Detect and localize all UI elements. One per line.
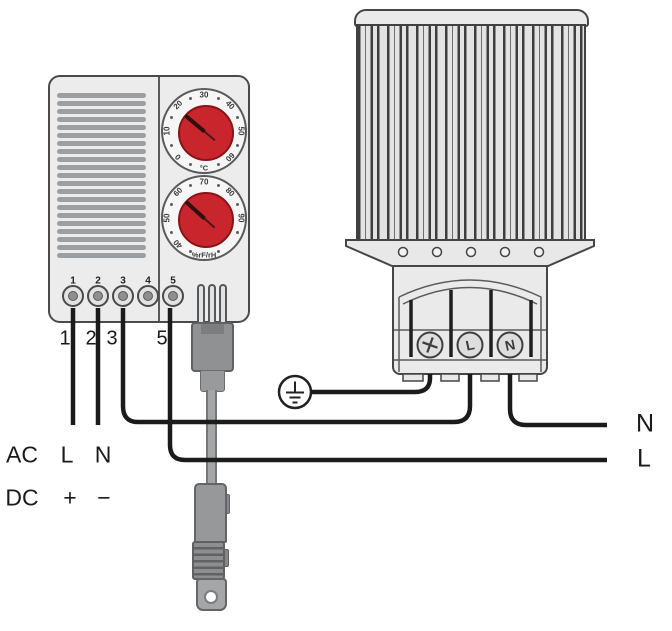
louver-bar <box>57 245 146 250</box>
wire-label-2: 2 <box>85 327 97 350</box>
louver-bar <box>57 133 146 138</box>
humidity-dial <box>161 175 247 261</box>
temperature-dial <box>161 88 247 174</box>
ac-line-label: L <box>60 441 74 468</box>
terminal-3 <box>112 285 134 307</box>
dial-tick-dot <box>236 230 240 234</box>
plug-prong-icon <box>197 284 205 330</box>
dial-tick-dot <box>216 183 220 187</box>
ac-label: AC <box>6 441 38 468</box>
louver-bar <box>57 109 146 114</box>
protective-earth-icon <box>277 374 313 410</box>
dial-tick-dot <box>216 250 220 254</box>
wire-label-3: 3 <box>106 327 118 350</box>
terminal-5 <box>162 285 184 307</box>
ac-neutral-label: N <box>94 441 112 468</box>
louver-bar <box>57 189 146 194</box>
louver-bar <box>57 237 146 242</box>
terminal-1 <box>62 285 84 307</box>
louver-bar <box>57 221 146 226</box>
dial-tick-dot <box>236 116 240 120</box>
temp-scale-50: 50 <box>236 126 246 136</box>
dial-tick-dot <box>236 203 240 207</box>
hum-scale-90: 90 <box>236 213 246 223</box>
louver-bar <box>57 205 146 210</box>
temp-scale-30: 30 <box>199 90 209 100</box>
louver-bar <box>57 93 146 98</box>
wire-label-1: 1 <box>59 327 71 350</box>
terminal-number-2: 2 <box>95 275 101 287</box>
terminal-4 <box>137 285 159 307</box>
terminal-2-screw <box>92 290 103 301</box>
terminal-box-feet <box>402 373 538 382</box>
terminal-number-1: 1 <box>70 275 76 287</box>
louver-bar <box>57 165 146 170</box>
sensor-cable <box>206 390 217 488</box>
louver-bar <box>57 149 146 154</box>
sensor-probe-ribs <box>192 541 225 580</box>
hum-unit-label: %rF/rH <box>191 250 217 260</box>
dial-tick-dot <box>189 96 193 100</box>
hum-scale-70: 70 <box>199 177 209 187</box>
terminal-5-screw <box>167 290 178 301</box>
flange-vent-holes <box>397 246 545 258</box>
louver-bar <box>57 125 146 130</box>
temp-scale-10: 10 <box>162 126 172 136</box>
hum-scale-50: 50 <box>162 213 172 223</box>
dial-tick-dot <box>216 163 220 167</box>
sensor-plug-neck <box>200 370 225 392</box>
dial-tick-dot <box>169 230 173 234</box>
louver-bar <box>57 181 146 186</box>
heater-terminal-box <box>392 262 548 375</box>
probe-mounting-hole <box>204 590 218 604</box>
dial-tick-dot <box>216 96 220 100</box>
louver-bar <box>57 197 146 202</box>
wire-label-5: 5 <box>156 327 168 350</box>
dial-tick-dot <box>189 163 193 167</box>
dial-tick-dot <box>189 250 193 254</box>
dial-tick-dot <box>169 203 173 207</box>
mains-neutral-label: N <box>635 409 655 438</box>
plug-prong-icon <box>208 284 216 330</box>
dial-tick-dot <box>189 183 193 187</box>
terminal-number-3: 3 <box>120 275 126 287</box>
sensor-plug-notch <box>201 324 224 334</box>
terminal-number-4: 4 <box>145 275 151 287</box>
panel-divider <box>158 77 160 321</box>
dc-plus-label: + <box>63 484 77 511</box>
louver-bar <box>57 173 146 178</box>
heater-fin-body <box>356 24 586 243</box>
dial-tick-dot <box>236 143 240 147</box>
louver-bar <box>57 253 146 258</box>
temp-unit-label: °C <box>199 163 209 173</box>
dc-label: DC <box>5 484 39 511</box>
terminal-1-screw <box>67 290 78 301</box>
terminal-number-5: 5 <box>170 275 176 287</box>
wire-heater-N-to-mains-N <box>507 374 607 428</box>
mains-line-label: L <box>637 444 651 473</box>
terminal-4-screw <box>142 290 153 301</box>
dc-minus-label: − <box>97 484 111 511</box>
plug-prong-icon <box>219 284 227 330</box>
louver-bar <box>57 213 146 218</box>
louver-bar <box>57 101 146 106</box>
protective-earth-glyph <box>286 381 304 404</box>
sensor-probe-body <box>194 483 227 543</box>
louver-bar <box>57 157 146 162</box>
louver-bar <box>57 141 146 146</box>
wire-earth-to-heater-PE <box>311 374 433 395</box>
louver-bar <box>57 229 146 234</box>
terminal-2 <box>87 285 109 307</box>
louver-bar <box>57 117 146 122</box>
dial-tick-dot <box>169 116 173 120</box>
terminal-3-screw <box>117 290 128 301</box>
louver-grille <box>57 93 146 259</box>
dial-tick-dot <box>169 143 173 147</box>
